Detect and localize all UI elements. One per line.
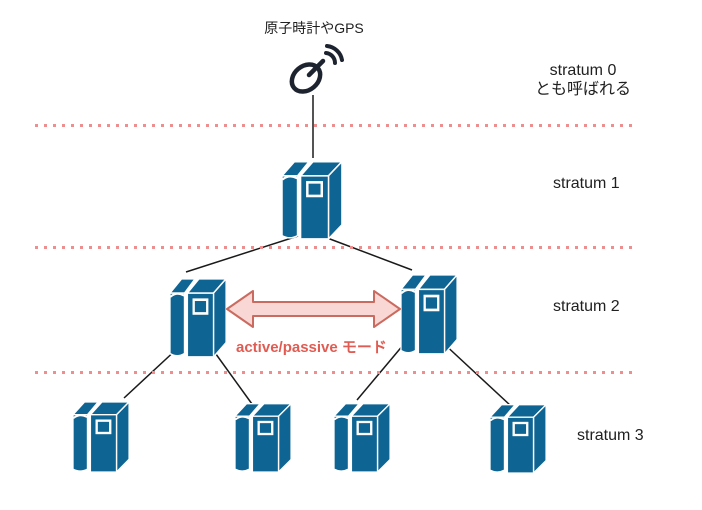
server-icon-stratum2-left [169,278,227,358]
active-passive-label: active/passive モード [236,339,387,356]
server-icon-stratum1 [281,160,343,240]
stratum0-label-block: stratum 0 とも呼ばれる [523,61,643,99]
stratum1-label: stratum 1 [553,175,620,192]
server-icon-stratum3-1 [72,401,130,473]
stratum0-label: stratum 0 [549,62,617,79]
clock-source-label: 原子時計やGPS [264,20,364,36]
satellite-dish-icon [289,44,344,94]
server-icon-stratum2-right [400,274,458,355]
stratum3-label: stratum 3 [577,427,644,444]
active-passive-arrow [226,290,401,328]
server-icon-stratum3-2 [234,403,292,473]
server-icon-stratum3-4 [489,404,547,474]
stratum-divider-0-1 [35,124,633,127]
server-icon-stratum3-3 [333,403,391,473]
stratum2-label: stratum 2 [553,298,620,315]
stratum0-note: とも呼ばれる [534,81,631,98]
stratum-divider-2-3 [35,371,637,374]
stratum-divider-1-2 [35,246,632,249]
